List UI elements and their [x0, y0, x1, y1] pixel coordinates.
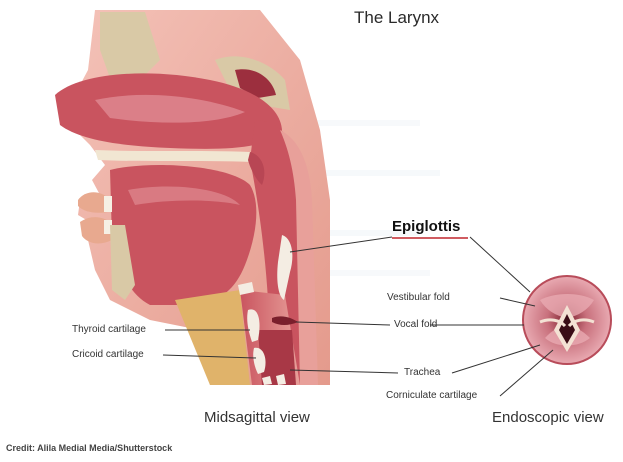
- label-vestibular-fold: Vestibular fold: [387, 292, 450, 303]
- neck-fat: [175, 290, 250, 385]
- label-midsagittal-view: Midsagittal view: [204, 409, 310, 426]
- page-title: The Larynx: [354, 8, 439, 28]
- label-thyroid-cartilage: Thyroid cartilage: [72, 324, 146, 335]
- image-credit: Credit: Alila Medial Media/Shutterstock: [6, 443, 172, 453]
- label-corniculate-cartilage: Corniculate cartilage: [386, 390, 477, 401]
- endoscopic-view: [523, 276, 611, 364]
- label-epiglottis: Epiglottis: [392, 218, 460, 235]
- label-vocal-fold: Vocal fold: [394, 319, 437, 330]
- label-trachea: Trachea: [404, 367, 440, 378]
- hard-palate: [95, 150, 252, 162]
- label-cricoid-cartilage: Cricoid cartilage: [72, 349, 144, 360]
- label-endoscopic-view: Endoscopic view: [492, 409, 604, 426]
